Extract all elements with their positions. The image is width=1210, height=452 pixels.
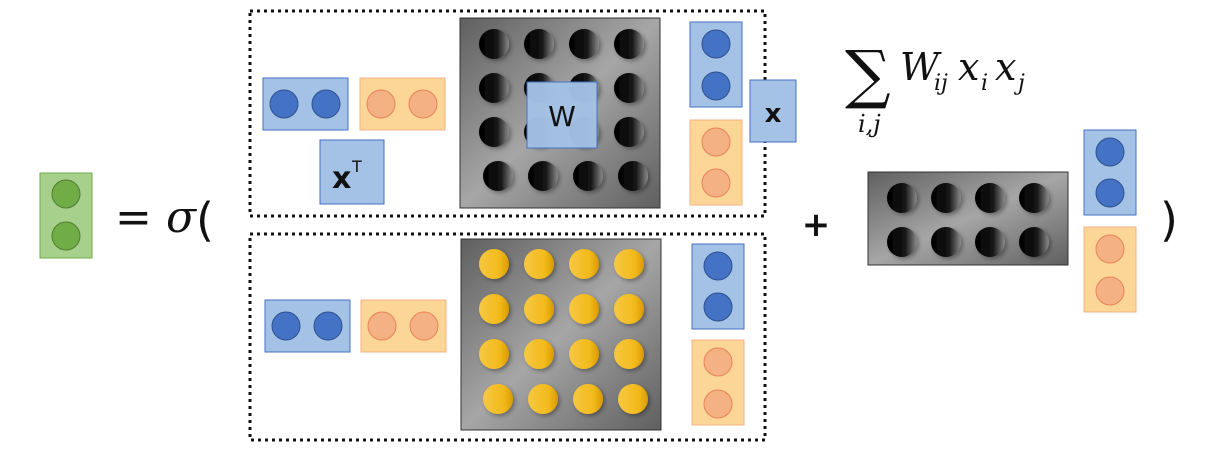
matrix-node-black bbox=[479, 117, 509, 147]
output-vector bbox=[39, 172, 93, 259]
formula-x-i: x bbox=[958, 45, 979, 89]
row-vector-blue-bottom bbox=[264, 299, 351, 353]
matrix-node-gold bbox=[524, 339, 554, 369]
sigma-symbol: σ bbox=[166, 192, 198, 243]
matrix-node-gold bbox=[569, 339, 599, 369]
x-transpose-text: x bbox=[332, 161, 351, 196]
x-label-text: x bbox=[765, 99, 782, 129]
row-vector-orange-top bbox=[359, 77, 446, 131]
matrix-node-gold bbox=[524, 249, 554, 279]
formula-x-i-sub: i bbox=[981, 71, 988, 96]
matrix-node-black bbox=[887, 183, 917, 213]
matrix-node-black bbox=[618, 161, 648, 191]
matrix-node-gold bbox=[479, 249, 509, 279]
matrix-node-gold bbox=[528, 384, 558, 414]
output-node bbox=[51, 221, 81, 251]
matrix-node-black bbox=[975, 227, 1005, 257]
matrix-node-black bbox=[614, 73, 644, 103]
matrix-node-gold bbox=[614, 339, 644, 369]
matrix-node-black bbox=[479, 73, 509, 103]
formula-term-w-sub: ij bbox=[934, 71, 948, 96]
weight-matrix-bottom bbox=[460, 238, 662, 431]
column-vector-orange-bottom bbox=[691, 339, 745, 426]
column-vector-blue-top bbox=[689, 21, 743, 108]
matrix-node-gold bbox=[569, 249, 599, 279]
matrix-node-gold bbox=[479, 339, 509, 369]
plus-sign: + bbox=[802, 205, 831, 245]
matrix-node-black bbox=[569, 29, 599, 59]
x-transpose-label: x T bbox=[319, 139, 385, 205]
column-vector-blue-linear bbox=[1083, 129, 1137, 216]
matrix-node-black bbox=[975, 183, 1005, 213]
matrix-node-gold bbox=[573, 384, 603, 414]
transpose-superscript: T bbox=[351, 157, 362, 176]
matrix-node-black bbox=[1019, 183, 1049, 213]
summation-formula: ∑ i,j W ij x i x j bbox=[845, 38, 1025, 138]
matrix-node-black bbox=[524, 29, 554, 59]
formula-term-w: W bbox=[900, 45, 942, 89]
equals-sign: = bbox=[115, 192, 152, 243]
matrix-node-gold bbox=[614, 249, 644, 279]
matrix-node-gold bbox=[569, 294, 599, 324]
matrix-node-black bbox=[483, 161, 513, 191]
row-vector-blue-top bbox=[262, 77, 349, 131]
linear-weight-matrix bbox=[867, 171, 1069, 266]
matrix-node-black bbox=[1019, 227, 1049, 257]
column-vector-orange-linear bbox=[1083, 226, 1137, 313]
matrix-node-black bbox=[614, 117, 644, 147]
matrix-node-gold bbox=[479, 294, 509, 324]
matrix-node-gold bbox=[483, 384, 513, 414]
matrix-node-gold bbox=[618, 384, 648, 414]
x-label: x bbox=[749, 79, 797, 143]
sum-symbol: ∑ bbox=[845, 38, 891, 112]
weight-label-text: W bbox=[548, 100, 576, 133]
matrix-node-black bbox=[614, 29, 644, 59]
column-vector-blue-bottom bbox=[691, 243, 745, 330]
matrix-node-black bbox=[573, 161, 603, 191]
output-node bbox=[51, 179, 81, 209]
matrix-node-black bbox=[931, 183, 961, 213]
row-vector-orange-bottom bbox=[360, 299, 447, 353]
matrix-node-black bbox=[931, 227, 961, 257]
matrix-node-gold bbox=[524, 294, 554, 324]
close-paren: ) bbox=[1160, 193, 1178, 247]
matrix-node-black bbox=[479, 29, 509, 59]
matrix-node-black bbox=[528, 161, 558, 191]
weight-label: W bbox=[526, 81, 598, 149]
matrix-node-gold bbox=[614, 294, 644, 324]
open-paren: ( bbox=[196, 193, 214, 247]
matrix-node-black bbox=[887, 227, 917, 257]
column-vector-orange-top bbox=[689, 119, 743, 206]
sum-subscript: i,j bbox=[858, 110, 881, 138]
interaction-term-box bbox=[248, 232, 767, 442]
formula-x-j: x bbox=[995, 45, 1016, 89]
